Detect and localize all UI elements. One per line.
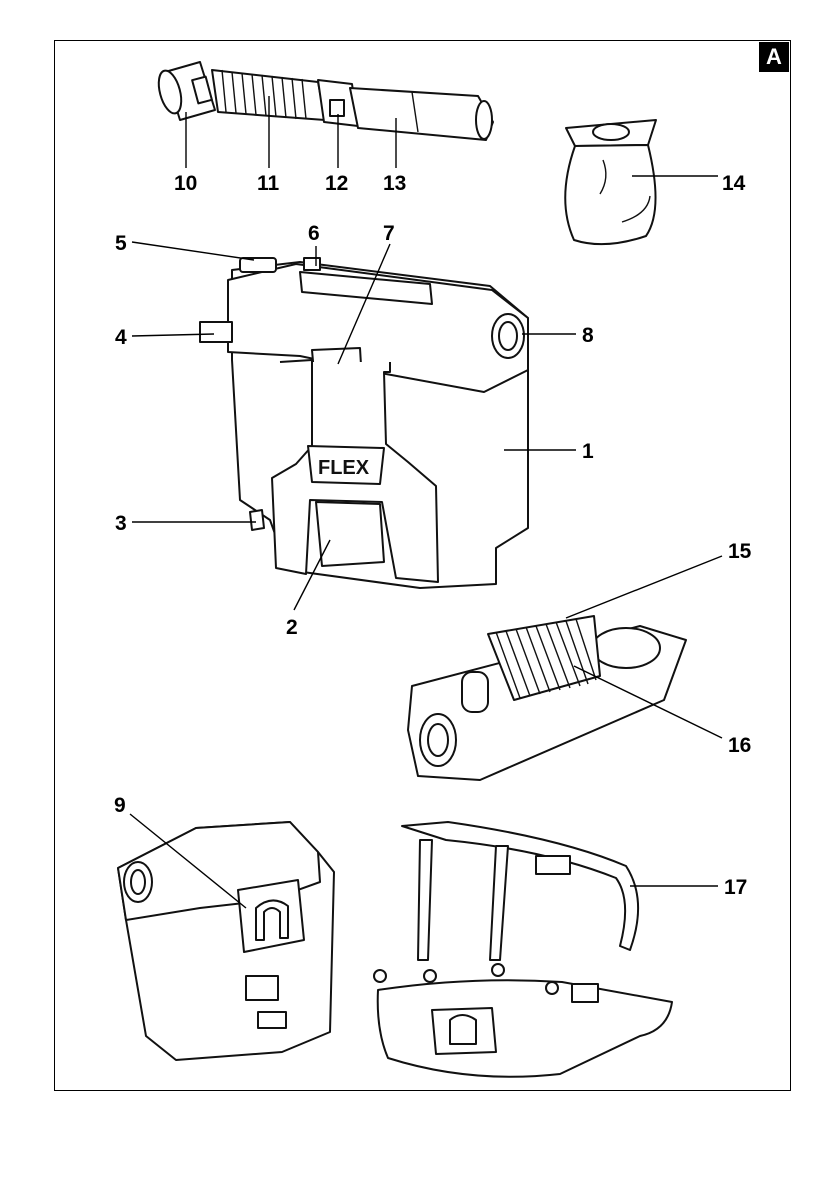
strap-left — [418, 840, 432, 960]
strap-hook-3 — [492, 964, 504, 976]
callout-6: 6 — [308, 222, 320, 245]
callout-13: 13 — [383, 172, 406, 195]
callout-14: 14 — [722, 172, 746, 195]
filter-bag-opening — [593, 124, 629, 140]
nozzle-tube — [350, 88, 493, 140]
callout-17: 17 — [724, 876, 747, 899]
hose-assembly — [155, 62, 493, 140]
callout-10: 10 — [174, 172, 197, 195]
flex-logo: FLEX — [318, 457, 370, 479]
filter-tray-assembly — [408, 616, 686, 780]
hip-belt — [378, 980, 672, 1077]
strap-hook-2 — [424, 970, 436, 982]
strap-right — [490, 846, 508, 960]
callout-4: 4 — [115, 326, 127, 349]
strap-buckle-top — [536, 856, 570, 874]
callout-1: 1 — [582, 440, 594, 463]
extractor-rear-view — [118, 822, 334, 1060]
tray-outlet-ring — [592, 628, 660, 668]
lid-release-button — [240, 258, 276, 272]
suction-port-inner — [499, 322, 517, 350]
side-tab — [200, 322, 232, 342]
base-foot — [250, 510, 264, 530]
callout-8: 8 — [582, 324, 594, 347]
rear-slot — [246, 976, 278, 1000]
callout-11: 11 — [257, 172, 280, 195]
tray-float-valve — [462, 672, 488, 712]
leader-5 — [132, 242, 254, 260]
lid-lock — [304, 258, 320, 270]
callout-3: 3 — [115, 512, 127, 535]
callout-16: 16 — [728, 734, 751, 757]
callout-2: 2 — [286, 616, 298, 639]
strap-hook-4 — [546, 982, 558, 994]
tray-port-inner — [428, 724, 448, 756]
callout-9: 9 — [114, 794, 126, 817]
strap-hook-1 — [374, 970, 386, 982]
filter-bag — [565, 120, 656, 244]
callout-7: 7 — [383, 222, 395, 245]
collection-container — [316, 502, 384, 566]
rear-port-inner — [131, 870, 145, 894]
nozzle-tip — [476, 101, 492, 139]
callout-5: 5 — [115, 232, 127, 255]
belt-buckle — [572, 984, 598, 1002]
carrying-harness — [374, 822, 672, 1077]
filter-bag-body — [565, 145, 655, 244]
leader-15 — [566, 556, 722, 618]
dust-extractor-unit: FLEX — [200, 258, 528, 588]
shoulder-strap — [402, 822, 638, 950]
hip-belt-clip — [450, 1015, 476, 1044]
callout-15: 15 — [728, 540, 752, 563]
belt-mount-plate — [238, 880, 304, 952]
rear-label — [258, 1012, 286, 1028]
callout-12: 12 — [325, 172, 348, 195]
hose-clamp-latch — [330, 100, 344, 116]
